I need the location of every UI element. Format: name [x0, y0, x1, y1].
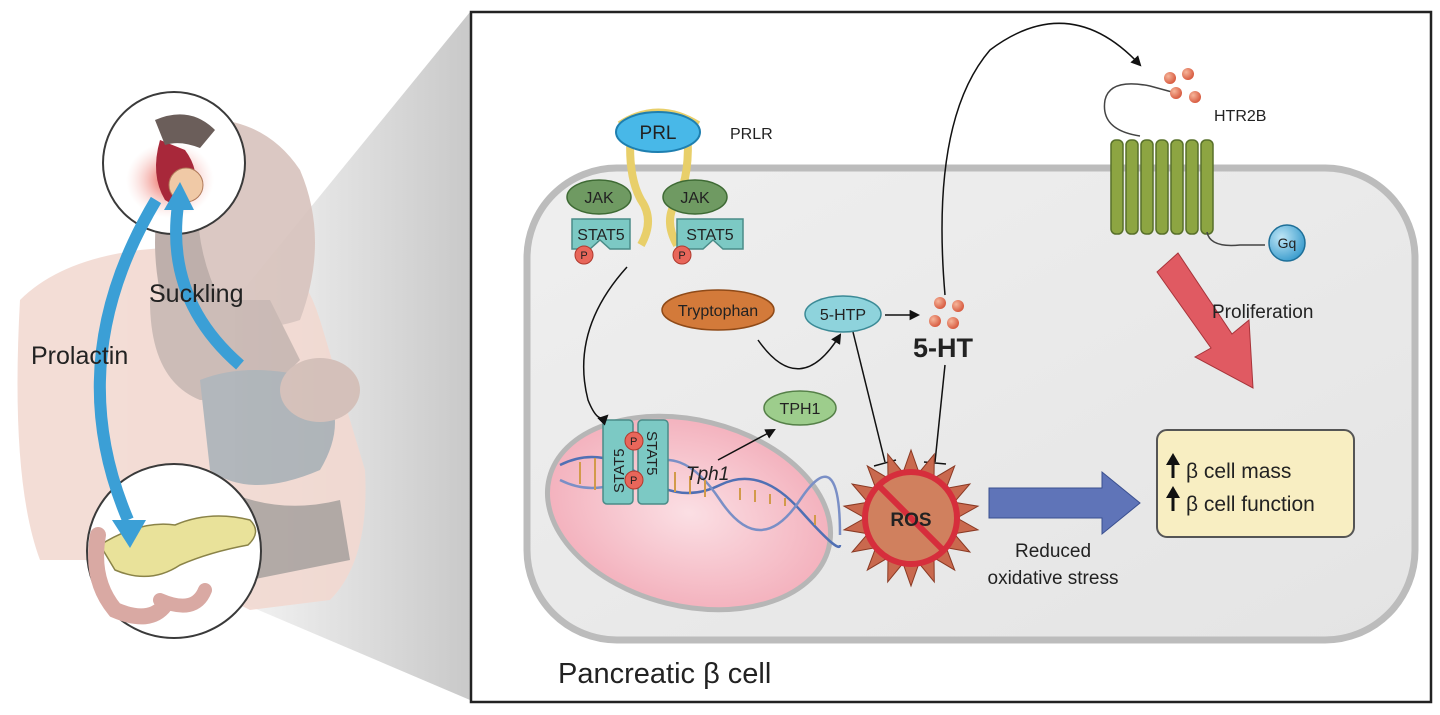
tph1-enzyme: TPH1: [763, 390, 837, 426]
arrow-gene-to-tph1: [717, 429, 776, 461]
prl-hormone: PRL: [615, 111, 701, 153]
htr2b-receptor: [1103, 83, 1265, 247]
proliferation-arrow: [1156, 252, 1254, 389]
5-htp: 5-HTP: [804, 295, 882, 333]
arrow-tryptophan-to-htp: [757, 333, 842, 370]
oxidative-stress-arrow: [988, 470, 1141, 536]
stat5-nuclear-a: STAT5: [611, 449, 628, 493]
jak-right-label: JAK: [680, 190, 710, 207]
stat5-left: STAT5 P: [571, 218, 631, 265]
arrow-ht-to-htr2b: [941, 22, 1142, 296]
jak-right: JAK: [662, 179, 728, 215]
suckling-label: Suckling: [149, 280, 244, 308]
outcome-line2: β cell function: [1186, 493, 1315, 516]
p-left: P: [580, 250, 587, 262]
ros-label: ROS: [890, 510, 931, 531]
p-nuclear-a: P: [630, 436, 637, 448]
prl-label: PRL: [640, 123, 677, 144]
up-arrow-icon: [1166, 453, 1180, 478]
stat5-left-label: STAT5: [577, 227, 625, 244]
p-right: P: [678, 250, 685, 262]
serotonin-bound: [1164, 68, 1201, 103]
stat5-dimer-nuclear: STAT5 STAT5 P P: [602, 419, 669, 505]
prolactin-arrow: [93, 196, 162, 548]
cell-label: Pancreatic β cell: [558, 658, 771, 690]
gene-tph1: Tph1: [686, 464, 729, 485]
prolactin-label: Prolactin: [31, 342, 128, 370]
proliferation-label: Proliferation: [1212, 302, 1313, 323]
stat5-nuclear-b: STAT5: [643, 431, 660, 475]
reduced-line1: Reduced: [1015, 541, 1091, 562]
serotonin-molecules: [929, 297, 964, 329]
pituitary-inset: [102, 91, 246, 235]
jak-left-label: JAK: [584, 190, 614, 207]
up-arrow-icon: [1166, 486, 1180, 511]
stat5-right: STAT5 P: [672, 218, 744, 265]
tph1-label: TPH1: [780, 401, 821, 418]
outcome-line1: β cell mass: [1186, 460, 1291, 483]
tryptophan: Tryptophan: [661, 289, 775, 331]
jak-left: JAK: [566, 179, 632, 215]
suckling-arrow: [164, 182, 244, 370]
gq-protein: Gq: [1268, 224, 1306, 262]
htp-label: 5-HTP: [820, 307, 866, 324]
reduced-line2: oxidative stress: [988, 568, 1119, 589]
arrow-stat5-to-nucleus: [582, 266, 628, 426]
gq-label: Gq: [1278, 235, 1297, 251]
htr2b-label: HTR2B: [1214, 108, 1266, 125]
outcome-box: β cell mass β cell function: [1156, 429, 1355, 538]
prlr-label: PRLR: [730, 126, 773, 143]
stat5-right-label: STAT5: [686, 227, 734, 244]
ros-burst: ROS: [842, 448, 980, 588]
p-nuclear-b: P: [630, 475, 637, 487]
pancreas-inset: [86, 463, 262, 639]
ht-label: 5-HT: [913, 333, 974, 363]
tryptophan-label: Tryptophan: [678, 303, 758, 320]
